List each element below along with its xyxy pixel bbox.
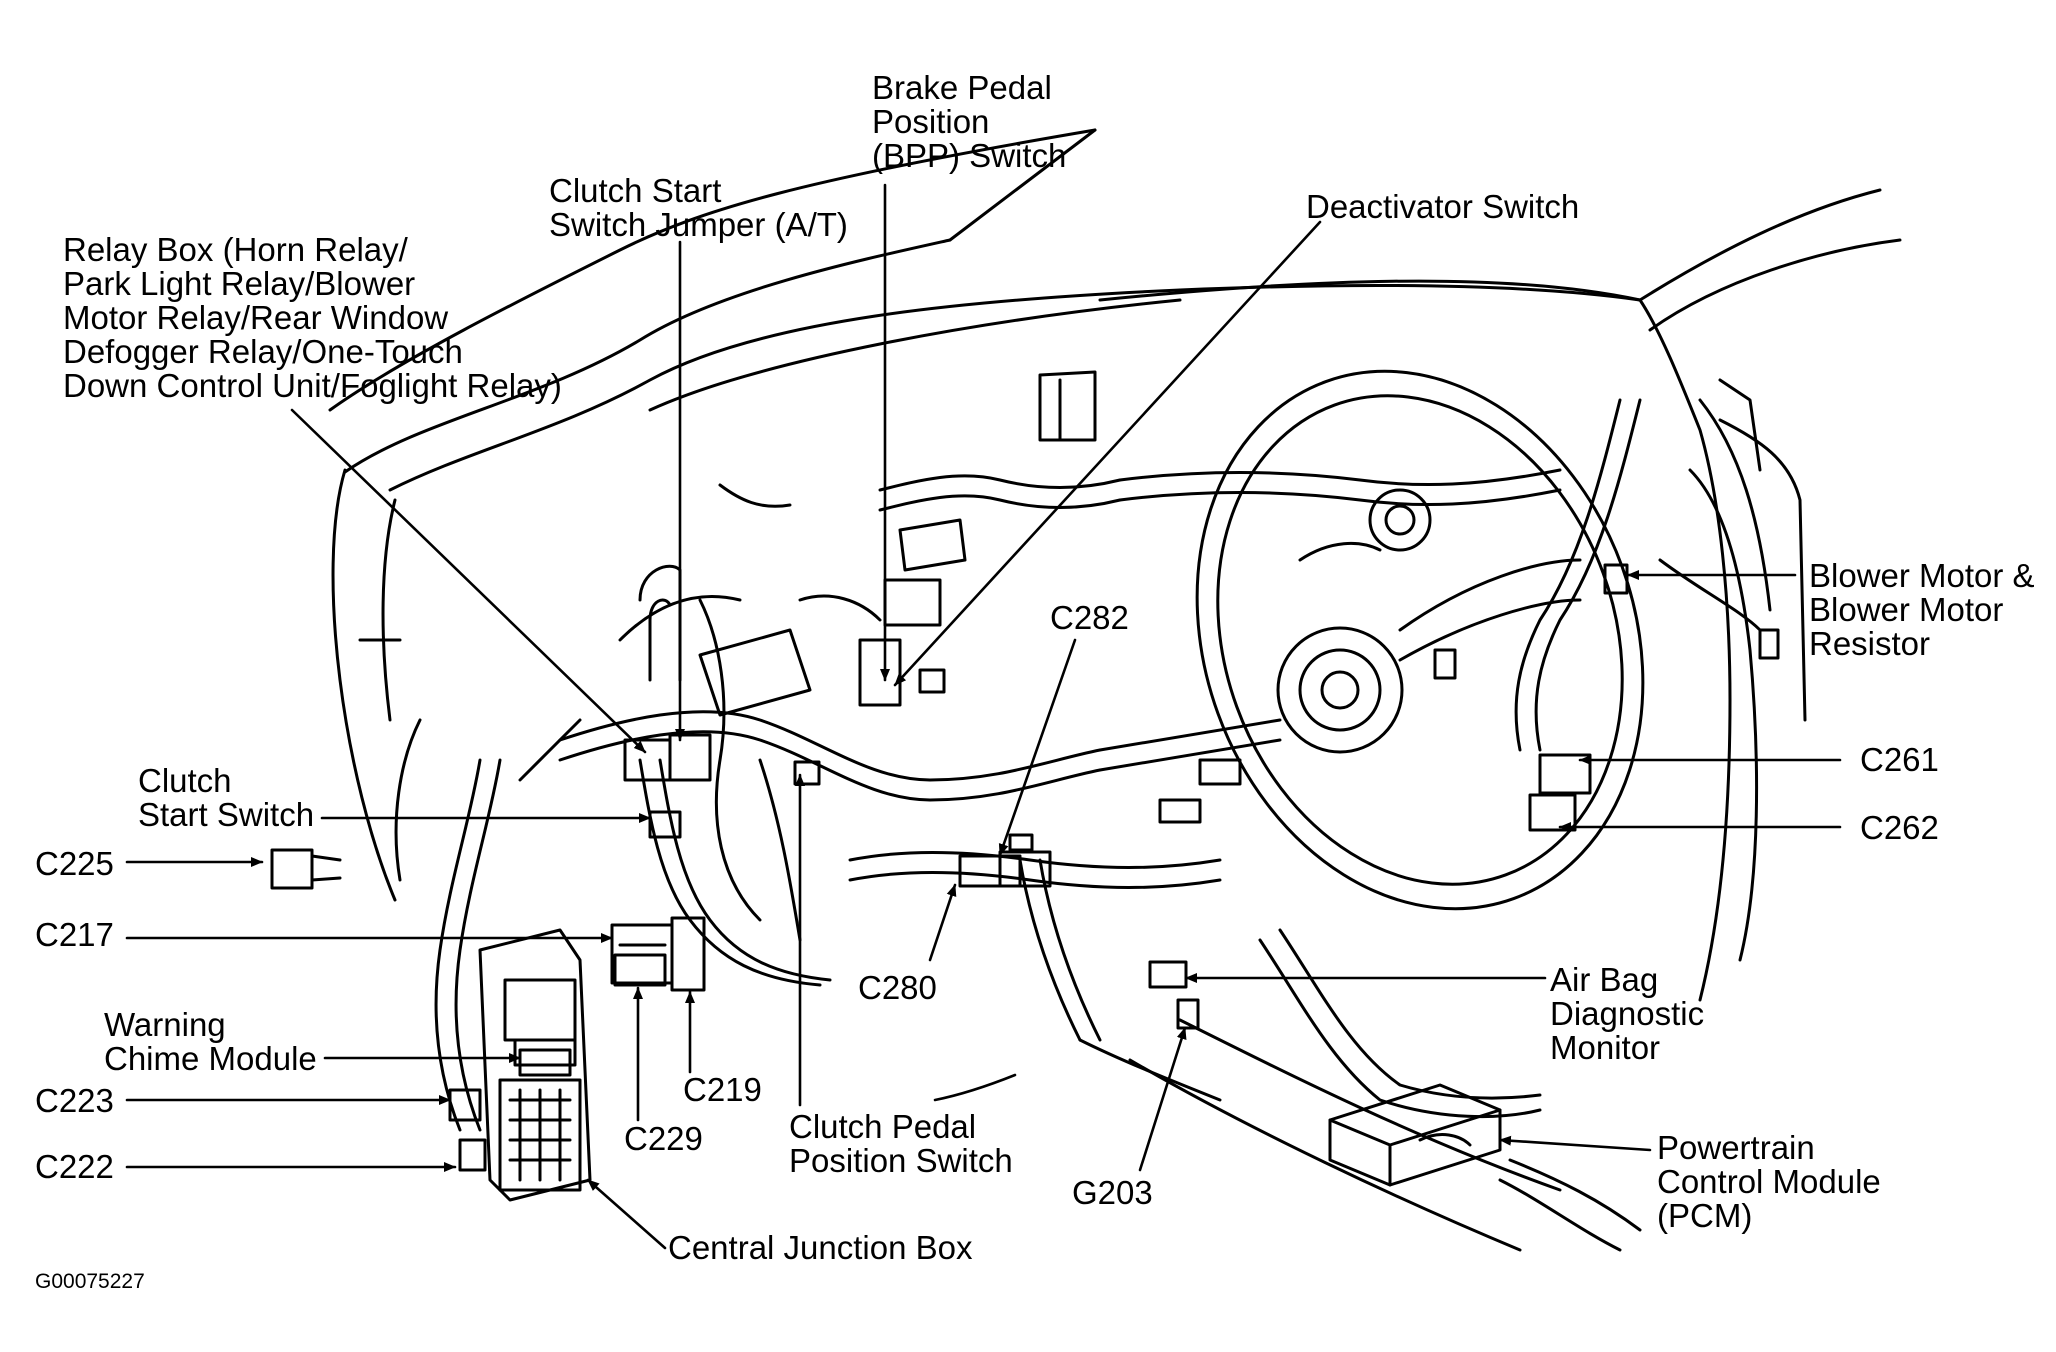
leader-clutch-pedal-position-bend [933, 1073, 1017, 1102]
label-brake-pedal-position-switch: Brake Pedal Position (BPP) Switch [872, 69, 1067, 174]
leader-deactivator-switch [893, 220, 1322, 687]
leader-relay-box [290, 408, 647, 754]
dashboard-outline [328, 128, 1902, 1252]
label-g203: G203 [1072, 1174, 1153, 1211]
label-central-junction-box: Central Junction Box [668, 1229, 973, 1266]
label-c223: C223 [35, 1082, 114, 1119]
label-air-bag-diagnostic-monitor: Air Bag Diagnostic Monitor [1550, 961, 1705, 1066]
label-relay-box: Relay Box (Horn Relay/ Park Light Relay/… [63, 231, 562, 404]
label-clutch-start-switch-jumper: Clutch Start Switch Jumper (A/T) [549, 172, 848, 243]
label-c229: C229 [624, 1120, 703, 1157]
leader-c280 [928, 883, 957, 962]
label-clutch-start-switch: Clutch Start Switch [138, 762, 315, 833]
leader-central-junction-box [586, 1178, 667, 1250]
label-c225: C225 [35, 845, 114, 882]
label-deactivator-switch: Deactivator Switch [1306, 188, 1580, 225]
label-c222: C222 [35, 1148, 114, 1185]
label-c280: C280 [858, 969, 937, 1006]
components [270, 558, 1780, 1202]
steering-wheel [1195, 369, 1645, 911]
leader-lines [125, 183, 1842, 1250]
wiring-harness [394, 398, 1642, 1132]
label-c217: C217 [35, 916, 114, 953]
label-blower-motor: Blower Motor & Blower Motor Resistor [1809, 557, 2035, 662]
label-c262: C262 [1860, 809, 1939, 846]
leader-pcm [1498, 1135, 1652, 1152]
leader-g203 [1138, 1026, 1187, 1172]
figure-id: G00075227 [35, 1270, 145, 1293]
label-powertrain-control-module: Powertrain Control Module (PCM) [1657, 1129, 1881, 1234]
label-c282: C282 [1050, 599, 1129, 636]
label-c219: C219 [683, 1071, 762, 1108]
leader-c282 [998, 638, 1077, 857]
label-c261: C261 [1860, 741, 1939, 778]
label-clutch-pedal-position-switch: Clutch Pedal Position Switch [789, 1108, 1013, 1179]
label-warning-chime-module: Warning Chime Module [104, 1006, 317, 1077]
